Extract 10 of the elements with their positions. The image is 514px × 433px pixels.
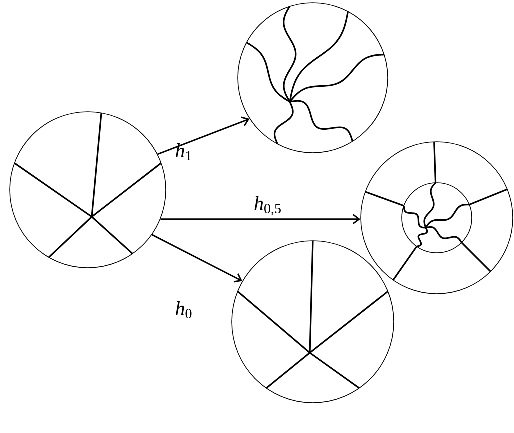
arrow [152, 234, 243, 283]
arrow [158, 116, 250, 156]
edge-label: h$_{1}$ [176, 144, 192, 160]
partitioned-disk-drawing [360, 142, 514, 294]
partitioned-disk-drawing [10, 112, 166, 268]
arrow [160, 214, 361, 224]
edge-label: h$_{0,5}$ [254, 196, 281, 216]
partitioned-disk-drawing [238, 2, 388, 154]
partitioned-disk-drawing [232, 240, 394, 404]
edge-label: h$_{0}$ [176, 301, 192, 319]
